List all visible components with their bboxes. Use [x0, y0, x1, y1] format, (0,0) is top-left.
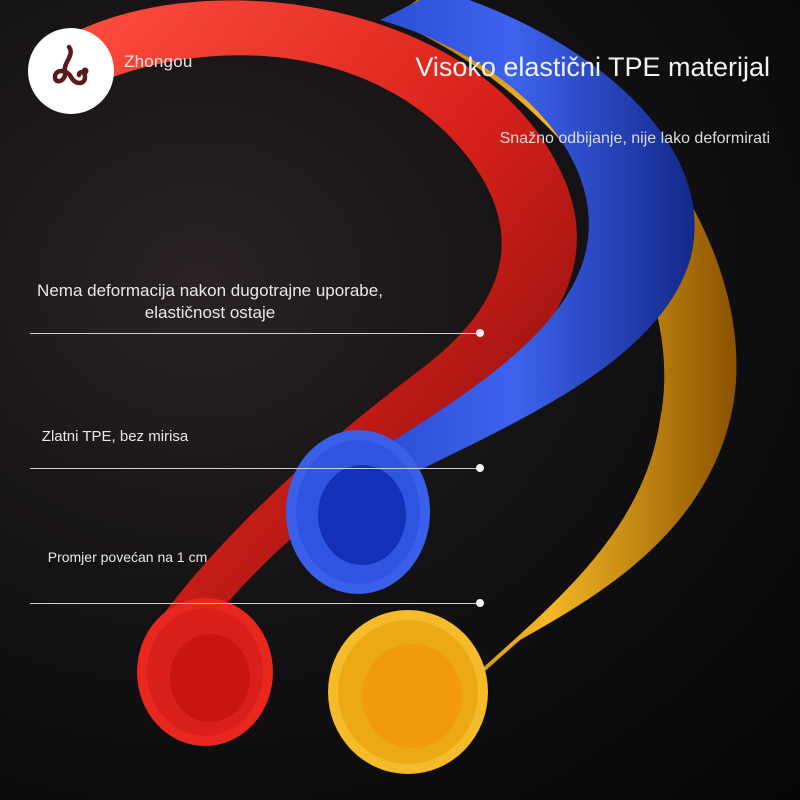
leader-line [30, 333, 480, 334]
callout-tpe: Zlatni TPE, bez mirisa [41, 428, 189, 445]
red-tube-bore [170, 634, 250, 722]
callout-diameter: Promjer povećan na 1 cm [47, 549, 208, 565]
leader-dot [476, 329, 484, 337]
blue-tube-bore [318, 465, 406, 565]
callout-deformation: Nema deformacija nakon dugotrajne uporab… [37, 281, 383, 322]
brand-name: Zhongou [124, 52, 193, 71]
brand-logo [28, 28, 114, 114]
brand-logo-icon [52, 44, 89, 86]
leader-dot [476, 599, 484, 607]
leader-line [30, 468, 480, 469]
leader-line [30, 603, 480, 604]
headline: Visoko elastični TPE materijal [415, 52, 770, 82]
subheadline: Snažno odbijanje, nije lako deformirati [499, 130, 770, 147]
blue-tube [290, 0, 695, 510]
leader-dot [476, 464, 484, 472]
yellow-tube-bore [362, 644, 462, 748]
